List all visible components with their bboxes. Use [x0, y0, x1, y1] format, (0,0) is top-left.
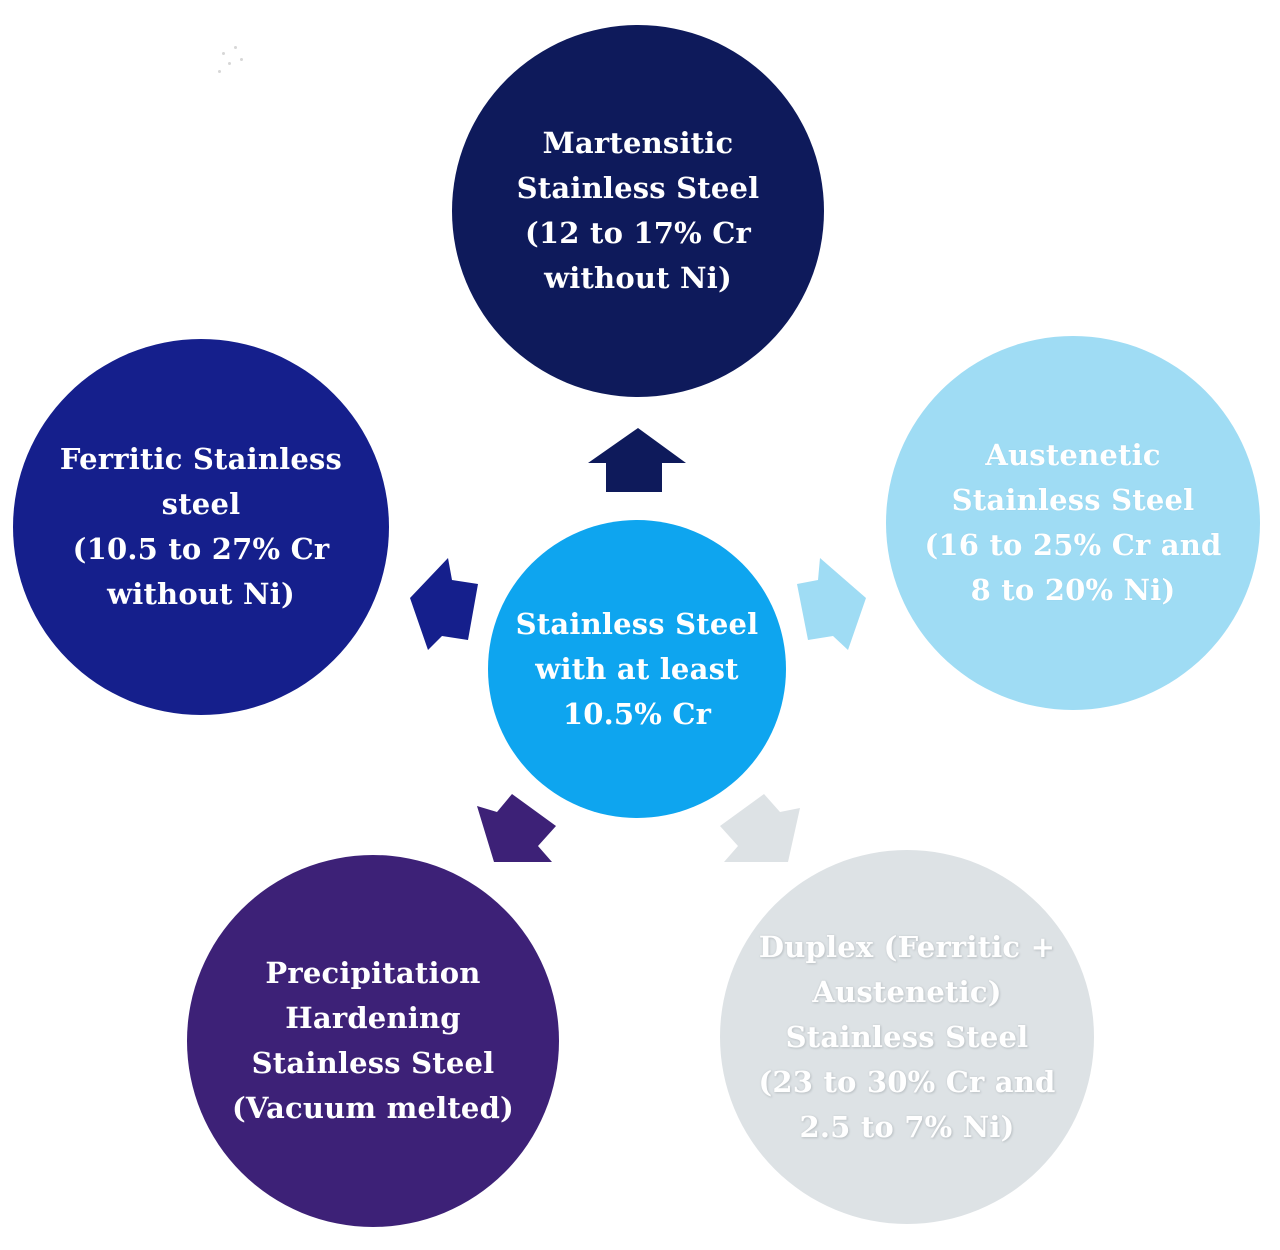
node-ferritic: Ferritic Stainless steel (10.5 to 27% Cr… — [13, 339, 389, 715]
arrow-to-duplex — [720, 794, 800, 862]
node-austenitic-label: Austenetic Stainless Steel (16 to 25% Cr… — [924, 438, 1222, 607]
decorative-speck — [218, 70, 221, 73]
node-austenitic: Austenetic Stainless Steel (16 to 25% Cr… — [886, 336, 1260, 710]
arrow-to-austenitic — [797, 558, 866, 650]
node-martensitic: Martensitic Stainless Steel (12 to 17% C… — [452, 25, 824, 397]
node-center-label: Stainless Steel with at least 10.5% Cr — [515, 606, 759, 731]
node-precipitation-label: Precipitation Hardening Stainless Steel … — [232, 956, 514, 1125]
node-center-stainless-steel: Stainless Steel with at least 10.5% Cr — [488, 520, 786, 818]
node-ferritic-label: Ferritic Stainless steel (10.5 to 27% Cr… — [59, 442, 343, 611]
decorative-speck — [222, 52, 225, 55]
arrow-to-precipitation — [477, 794, 556, 862]
arrow-to-martensitic — [588, 428, 686, 492]
node-duplex: Duplex (Ferritic + Austenetic) Stainless… — [720, 850, 1094, 1224]
decorative-speck — [228, 62, 231, 65]
node-precipitation-hardening: Precipitation Hardening Stainless Steel … — [187, 855, 559, 1227]
node-duplex-label: Duplex (Ferritic + Austenetic) Stainless… — [758, 929, 1056, 1144]
decorative-speck — [234, 46, 237, 49]
arrow-to-ferritic — [410, 558, 478, 650]
node-martensitic-label: Martensitic Stainless Steel (12 to 17% C… — [516, 126, 760, 295]
decorative-speck — [240, 58, 243, 61]
